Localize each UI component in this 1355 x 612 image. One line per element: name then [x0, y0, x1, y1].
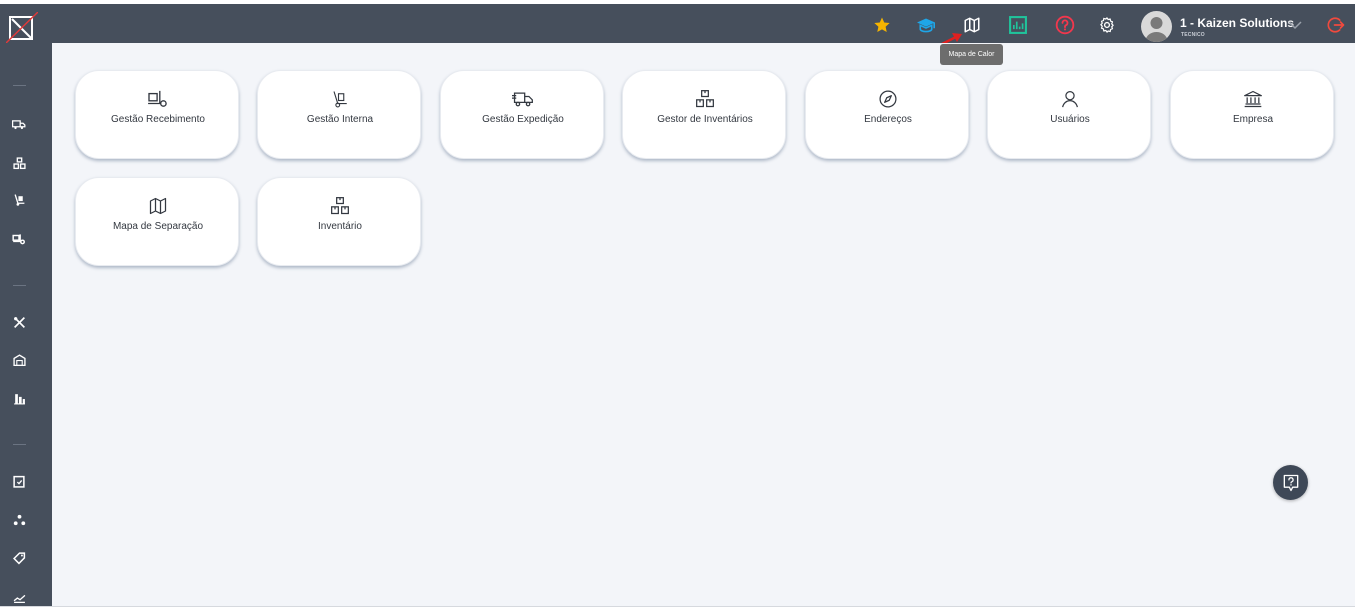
tools-icon [13, 316, 25, 328]
bar-chart-icon[interactable] [1008, 15, 1028, 35]
chart-line-icon [13, 594, 25, 603]
sidebar-item-tag[interactable] [12, 551, 26, 565]
main-content: Gestão Recebimento Gestão Interna Gestão… [52, 43, 1355, 606]
hand-truck-icon [14, 194, 24, 206]
sidebar-item-boxes[interactable] [12, 156, 26, 170]
bank-icon [1242, 88, 1264, 110]
module-card-gestao-interna[interactable]: Gestão Interna [257, 70, 421, 159]
sidebar-item-tools[interactable] [12, 315, 26, 329]
sidebar-divider [13, 85, 26, 86]
hand-truck-icon [329, 88, 351, 110]
sidebar [0, 43, 52, 606]
module-card-label: Mapa de Separação [112, 221, 204, 232]
sidebar-item-clipboard[interactable] [12, 474, 26, 488]
module-card-label: Gestão Interna [306, 114, 374, 125]
help-chat-button[interactable] [1273, 465, 1308, 500]
sidebar-item-truck[interactable] [12, 118, 26, 132]
user-name[interactable]: 1 - Kaizen Solutions [1180, 16, 1295, 30]
gear-icon[interactable] [1097, 15, 1117, 35]
network-icon [13, 514, 25, 526]
module-card-gestor-de-inventarios[interactable]: Gestor de Inventários [622, 70, 786, 159]
tooltip-mapa-de-calor: Mapa de Calor [940, 44, 1003, 65]
star-icon[interactable] [872, 15, 892, 35]
module-card-label: Inventário [318, 221, 362, 232]
module-card-label: Usuários [1050, 114, 1090, 125]
module-card-label: Gestão Expedição [482, 114, 564, 125]
warehouse-icon [12, 354, 26, 366]
clipboard-icon [13, 475, 25, 488]
module-card-label: Empresa [1232, 114, 1273, 125]
module-card-label: Gestor de Inventários [657, 114, 753, 125]
app-logo[interactable] [5, 11, 39, 44]
truck-icon [512, 88, 534, 110]
tag-icon [12, 551, 25, 564]
user-icon [1059, 88, 1081, 110]
top-bar: 1 - Kaizen Solutions TECNICO [0, 4, 1355, 44]
module-card-label: Gestão Recebimento [111, 114, 205, 125]
boxes-icon [12, 156, 26, 169]
avatar[interactable] [1141, 11, 1172, 42]
sidebar-item-warehouse[interactable] [12, 353, 26, 367]
boxes-icon [329, 195, 351, 217]
sidebar-item-network[interactable] [12, 513, 26, 527]
module-card-usuarios[interactable]: Usuários [987, 70, 1151, 159]
user-role: TECNICO [1181, 32, 1205, 38]
module-card-mapa-de-separacao[interactable]: Mapa de Separação [75, 177, 239, 266]
sidebar-item-trolley[interactable] [12, 232, 26, 246]
sidebar-divider [13, 285, 26, 286]
help-chat-icon [1283, 474, 1298, 491]
module-card-gestao-recebimento[interactable]: Gestão Recebimento [75, 70, 239, 159]
sidebar-item-chart-line[interactable] [12, 590, 26, 604]
bottom-border [0, 606, 1355, 612]
trolley-icon [147, 88, 169, 110]
buildings-icon [13, 393, 25, 404]
chevron-down-icon[interactable] [1287, 15, 1303, 35]
sidebar-divider [13, 444, 26, 445]
graduation-cap-icon[interactable] [916, 15, 936, 35]
module-card-label: Endereços [864, 114, 912, 125]
module-card-enderecos[interactable]: Endereços [805, 70, 969, 159]
compass-icon [877, 88, 899, 110]
trolley-icon [12, 234, 25, 245]
sidebar-item-hand-truck[interactable] [12, 193, 26, 207]
module-card-empresa[interactable]: Empresa [1170, 70, 1334, 159]
module-card-inventario[interactable]: Inventário [257, 177, 421, 266]
question-icon[interactable] [1055, 15, 1075, 35]
boxes-icon [694, 88, 716, 110]
map-icon [147, 195, 169, 217]
logout-icon[interactable] [1326, 15, 1346, 35]
sidebar-item-buildings[interactable] [12, 391, 26, 405]
map-icon[interactable] [962, 15, 982, 35]
module-card-gestao-expedicao[interactable]: Gestão Expedição [440, 70, 604, 159]
truck-icon [12, 120, 26, 130]
